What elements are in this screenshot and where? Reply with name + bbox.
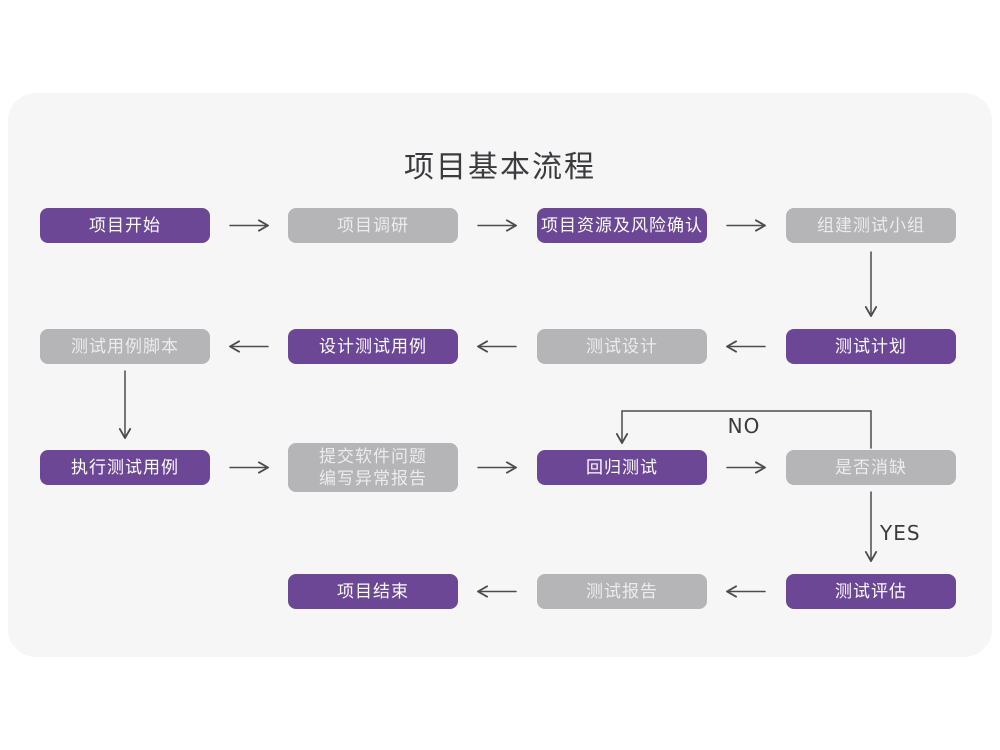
flow-node-test-design: 测试设计 (537, 329, 707, 364)
flow-node-project-end: 项目结束 (288, 574, 458, 609)
flow-node-test-plan: 测试计划 (786, 329, 956, 364)
flow-node-test-report: 测试报告 (537, 574, 707, 609)
flow-node-design-case: 设计测试用例 (288, 329, 458, 364)
flow-node-submit-issue: 提交软件问题 编写异常报告 (288, 443, 458, 492)
flow-node-project-start: 项目开始 (40, 208, 210, 243)
flow-node-regression-test: 回归测试 (537, 450, 707, 485)
flowchart-card (8, 93, 992, 657)
edge-label-yes: YES (880, 521, 921, 545)
page-title: 项目基本流程 (404, 150, 596, 185)
flow-node-test-evaluate: 测试评估 (786, 574, 956, 609)
flow-node-execute-case: 执行测试用例 (40, 450, 210, 485)
flow-node-case-script: 测试用例脚本 (40, 329, 210, 364)
flow-node-resource-risk: 项目资源及风险确认 (537, 208, 707, 243)
flow-node-build-test-team: 组建测试小组 (786, 208, 956, 243)
flow-node-project-research: 项目调研 (288, 208, 458, 243)
edge-label-no: NO (727, 414, 761, 438)
flow-node-defect-cleared: 是否消缺 (786, 450, 956, 485)
